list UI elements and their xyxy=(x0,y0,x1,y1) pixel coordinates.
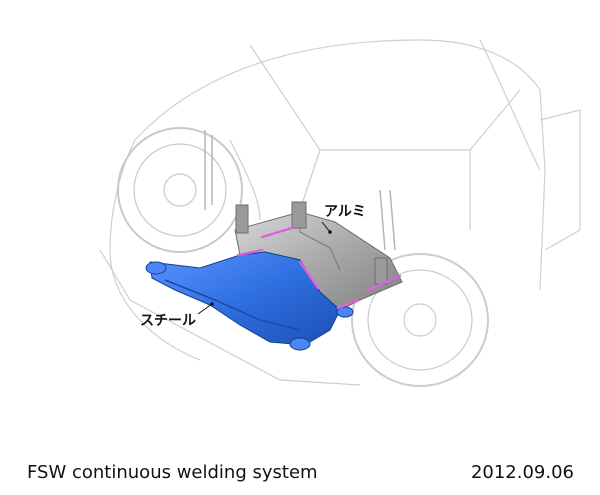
label-steel: スチール xyxy=(140,302,214,329)
fsw-weld-seams xyxy=(236,226,402,310)
label-aluminum: アルミ xyxy=(321,204,366,234)
figure-caption: FSW continuous welding system 2012.09.06 xyxy=(0,462,600,492)
suspension-struts xyxy=(204,130,396,251)
front-left-wheel xyxy=(117,127,243,253)
subframe-illustration: アルミ スチール xyxy=(99,39,581,387)
steel-frame xyxy=(145,251,354,351)
caption-date: 2012.09.06 xyxy=(470,462,574,483)
label-steel-text: スチール xyxy=(140,313,196,329)
label-aluminum-text: アルミ xyxy=(324,204,366,220)
caption-title: FSW continuous welding system xyxy=(27,462,318,483)
car-body-outline xyxy=(99,39,581,386)
front-right-wheel xyxy=(351,253,489,387)
